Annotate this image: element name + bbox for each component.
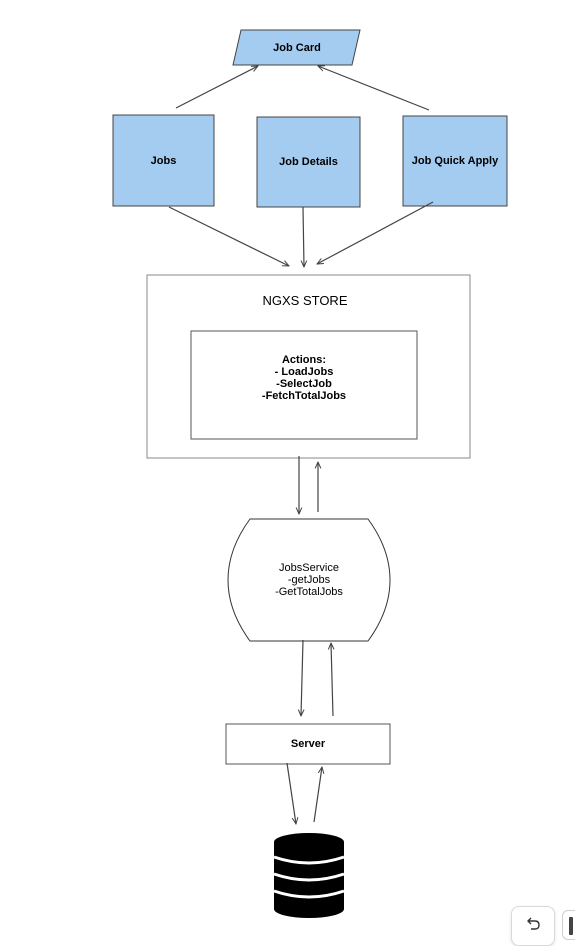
- jobs-label: Jobs: [150, 154, 177, 167]
- job-details-box[interactable]: [256, 116, 361, 208]
- arrow-quick-apply-to-store: [317, 201, 434, 264]
- jobs-service-label: JobsService -getJobs -GetTotalJobs: [275, 562, 343, 598]
- arrow-quick-apply-to-job-card: [318, 66, 430, 111]
- database-icon[interactable]: [273, 833, 345, 918]
- arrow-server-to-service: [331, 643, 333, 717]
- arrow-service-to-server: [301, 639, 303, 716]
- arrow-server-to-database: [286, 762, 296, 824]
- job-card-shape[interactable]: [232, 29, 361, 66]
- job-card-label: Job Card: [273, 41, 321, 54]
- jobs-box[interactable]: [112, 114, 215, 207]
- job-quick-apply-label: Job Quick Apply: [411, 155, 499, 167]
- server-box[interactable]: [225, 723, 391, 765]
- jobs-service-shape[interactable]: [227, 518, 391, 642]
- undo-button[interactable]: [511, 906, 555, 946]
- ngxs-store-title: NGXS STORE: [262, 293, 348, 308]
- toolbar-edge-button[interactable]: [562, 910, 575, 940]
- undo-icon: [527, 917, 540, 930]
- job-quick-apply-box[interactable]: [402, 115, 508, 207]
- server-label: Server: [290, 738, 326, 750]
- arrow-jobs-to-job-card: [175, 66, 258, 109]
- actions-box[interactable]: [190, 330, 418, 440]
- arrow-jobs-to-store: [168, 206, 289, 266]
- arrow-job-details-to-store: [303, 206, 304, 267]
- arrow-database-to-server: [313, 767, 322, 823]
- job-details-label: Job Details: [279, 156, 338, 168]
- actions-label: Actions: - LoadJobs -SelectJob -FetchTot…: [261, 354, 347, 402]
